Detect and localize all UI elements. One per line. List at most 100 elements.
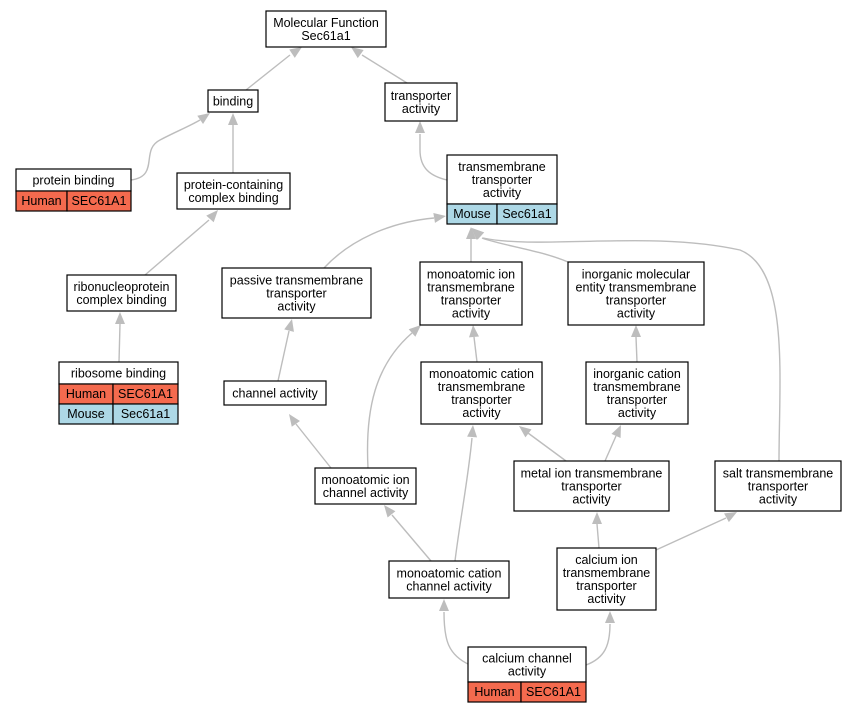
node-label-line: inorganic cation (593, 367, 681, 381)
edge-line (596, 523, 600, 549)
node-label-line: transporter (451, 393, 511, 407)
node-label-line: transmembrane (438, 380, 526, 394)
node-metal-ion-transmembrane-transporter-activity[interactable]: metal ion transmembranetransporteractivi… (513, 460, 670, 512)
edge-calcium-channel-activity-to-monoatomic-cation-channel-activity (439, 599, 471, 666)
node-label-line: channel activity (323, 486, 409, 500)
node-label-line: ribosome binding (71, 367, 166, 381)
gene-label: SEC61A1 (526, 685, 581, 699)
arrowhead (351, 47, 364, 59)
node-label-box (384, 82, 458, 122)
edge-line (482, 237, 781, 462)
gene-label: Sec61a1 (502, 207, 551, 221)
arrowhead (228, 113, 238, 125)
edge-monoatomic-ion-channel-activity-to-monoatomic-ion-transmembrane-transporter-activity (366, 325, 421, 469)
node-label-line: channel activity (406, 580, 492, 594)
node-label-line: transporter (748, 480, 808, 494)
node-channel-activity[interactable]: channel activity (223, 380, 327, 406)
node-label-line: activity (508, 665, 547, 679)
node-label-line: monoatomic ion (427, 268, 515, 282)
node-label-line: transporter (606, 294, 666, 308)
edge-calcium-ion-transmembrane-transporter-activity-to-metal-ion-transmembrane-transporter-activity (592, 512, 602, 549)
node-label-box (420, 361, 543, 425)
node-label-line: transporter (441, 294, 501, 308)
node-label-box (513, 460, 670, 512)
gene-label: SEC61A1 (72, 194, 127, 208)
gene-cell (66, 190, 132, 212)
node-label-box (556, 547, 657, 611)
node-label-box (567, 261, 705, 326)
node-label-line: transporter (472, 173, 532, 187)
gene-cell (496, 203, 558, 225)
node-inorganic-cation-transmembrane-transporter-activity[interactable]: inorganic cationtransmembranetransporter… (585, 361, 689, 425)
node-label-line: transporter (576, 579, 636, 593)
species-label: Human (474, 685, 514, 699)
edge-line (419, 134, 448, 181)
node-label-line: calcium channel (482, 652, 572, 666)
species-label: Mouse (67, 407, 105, 421)
node-binding[interactable]: binding (207, 89, 259, 113)
edge-channel-activity-to-passive-transmembrane-transporter-activity (277, 319, 294, 382)
annotation-row-mouse: Mouse Sec61a1 (58, 403, 179, 425)
node-label-line: activity (572, 493, 611, 507)
node-monoatomic-ion-transmembrane-transporter-activity[interactable]: monoatomic iontransmembranetransporterac… (419, 261, 523, 326)
node-label-box (207, 89, 259, 113)
node-label-line: protein binding (32, 174, 114, 188)
node-label-line: inorganic molecular (582, 268, 690, 282)
edge-line (604, 435, 617, 462)
edge-line (245, 54, 291, 91)
gene-cell (520, 681, 587, 703)
edge-protein-binding-to-binding (130, 113, 210, 181)
gene-label: SEC61A1 (118, 387, 173, 401)
node-label-line: ribonucleoprotein (74, 280, 170, 294)
edge-inorganic-cation-transmembrane-transporter-activity-to-inorganic-molecular-entity-transmembrane-transporter-activity (631, 325, 641, 363)
edge-metal-ion-transmembrane-transporter-activity-to-monoatomic-cation-transmembrane-transporter-activity (519, 426, 567, 462)
node-label-line: transporter (607, 393, 667, 407)
edge-monoatomic-cation-channel-activity-to-monoatomic-ion-channel-activity (384, 505, 432, 562)
edge-monoatomic-cation-channel-activity-to-monoatomic-cation-transmembrane-transporter-activity (454, 425, 478, 562)
annotation-row-human: Human SEC61A1 (467, 681, 587, 703)
arrowhead (472, 228, 485, 240)
node-label-box (265, 10, 387, 48)
node-label-box (388, 560, 510, 599)
arrowhead (206, 210, 218, 223)
arrowhead (115, 312, 125, 324)
node-label-line: passive transmembrane (230, 274, 363, 288)
edge-passive-transmembrane-transporter-activity-to-transmembrane-transporter-activity (323, 213, 446, 269)
node-label-box (176, 172, 291, 210)
node-calcium-ion-transmembrane-transporter-activity[interactable]: calcium iontransmembranetransporteractiv… (556, 547, 657, 611)
node-label-line: activity (462, 406, 501, 420)
node-label-box (314, 467, 417, 505)
edge-monoatomic-cation-transmembrane-transporter-activity-to-monoatomic-ion-transmembrane-transporter-activity (469, 325, 479, 363)
species-label: Human (66, 387, 106, 401)
arrowhead (439, 599, 449, 611)
gene-label: Sec61a1 (121, 407, 170, 421)
arrowhead (197, 113, 210, 124)
arrowhead (284, 319, 294, 332)
arrowhead (384, 505, 396, 518)
arrowhead (469, 325, 479, 338)
arrowhead (605, 611, 615, 623)
node-label-line: channel activity (232, 387, 318, 401)
node-monoatomic-cation-transmembrane-transporter-activity[interactable]: monoatomic cationtransmembranetransporte… (420, 361, 543, 425)
node-label-line: activity (483, 186, 522, 200)
node-label-line: transmembrane (458, 160, 546, 174)
edge-salt-transmembrane-transporter-activity-to-transmembrane-transporter-activity (472, 228, 781, 462)
node-label-line: calcium ion (575, 553, 638, 567)
node-label-line: metal ion transmembrane (521, 467, 663, 481)
